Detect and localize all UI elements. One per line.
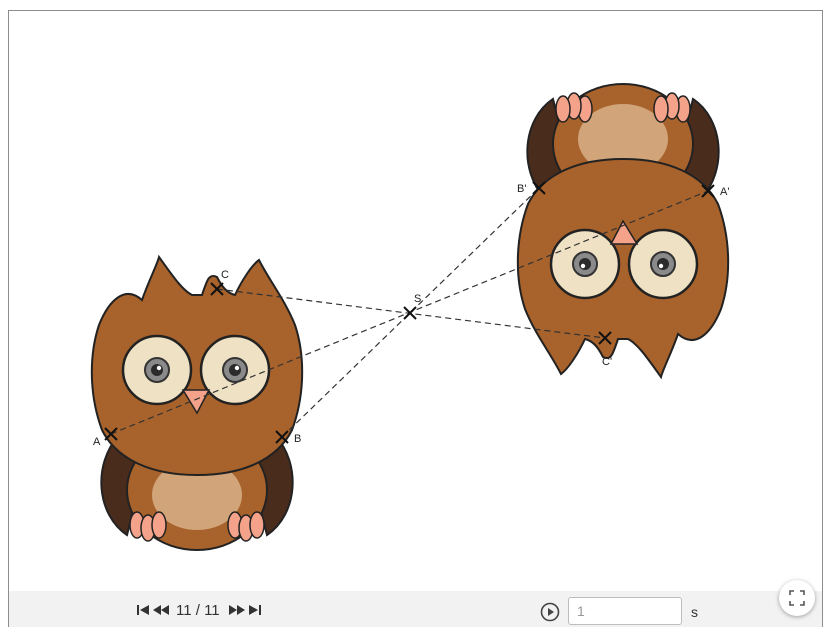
step-back-icon[interactable] bbox=[152, 601, 170, 619]
point-C-prime-marker[interactable] bbox=[598, 331, 612, 345]
point-A-label: A bbox=[93, 436, 101, 448]
skip-last-icon[interactable] bbox=[246, 601, 264, 619]
drawing-canvas[interactable]: A B C S A' B' C' bbox=[9, 11, 823, 591]
point-markers bbox=[104, 181, 715, 444]
point-A-marker[interactable] bbox=[104, 427, 118, 441]
original-owl bbox=[90, 255, 304, 552]
point-S-marker[interactable] bbox=[403, 306, 417, 320]
play-icon[interactable] bbox=[540, 602, 560, 622]
point-C-prime-label: C' bbox=[602, 356, 612, 368]
point-A-prime-label: A' bbox=[720, 186, 729, 198]
speed-input[interactable] bbox=[568, 597, 682, 625]
skip-first-icon[interactable] bbox=[134, 601, 152, 619]
animation-toolbar: 11 / 11 s bbox=[9, 591, 822, 627]
point-B-prime-marker[interactable] bbox=[532, 181, 546, 195]
step-counter: 11 / 11 bbox=[176, 601, 220, 619]
fullscreen-button[interactable] bbox=[779, 580, 815, 616]
point-B-prime-label: B' bbox=[517, 183, 526, 195]
point-C-label: C bbox=[221, 269, 229, 281]
step-navigation: 11 / 11 bbox=[134, 601, 264, 619]
point-B-label: B bbox=[294, 433, 301, 445]
fullscreen-icon bbox=[789, 590, 805, 606]
geometry-applet: A B C S A' B' C' 11 / 11 bbox=[8, 10, 823, 627]
reflected-owl bbox=[516, 82, 730, 379]
point-C-marker[interactable] bbox=[210, 282, 224, 296]
point-A-prime-marker[interactable] bbox=[701, 184, 715, 198]
point-S-label: S bbox=[414, 293, 421, 305]
speed-unit-label: s bbox=[691, 604, 698, 620]
point-B-marker[interactable] bbox=[275, 430, 289, 444]
step-forward-icon[interactable] bbox=[228, 601, 246, 619]
